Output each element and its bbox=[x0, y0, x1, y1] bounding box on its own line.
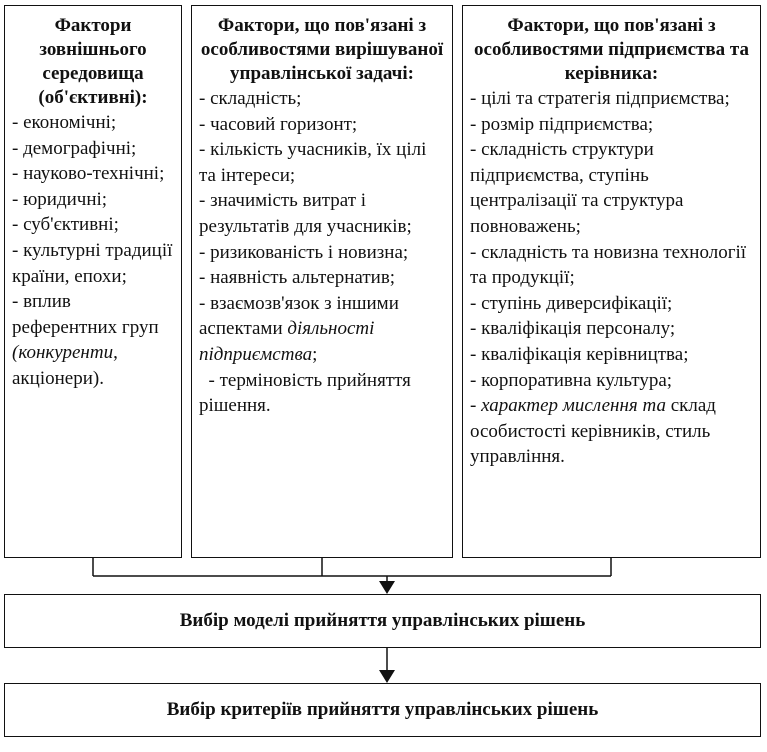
factor-item: - розмір підприємства; bbox=[470, 113, 654, 135]
factor-heading: Фактори, що пов'язані з особливостями ви… bbox=[200, 15, 444, 84]
factor-item: - терміновість прийняття рішення. bbox=[199, 369, 416, 417]
criteria-selection-box: Вибір критеріїв прийняття управлінських … bbox=[4, 683, 761, 737]
factor-box-external: Фактори зовнішнього середовища (об'єктив… bbox=[4, 5, 182, 558]
factor-item: - ступінь диверсифікації; bbox=[470, 292, 673, 314]
factor-box-task: Фактори, що пов'язані з особливостями ви… bbox=[191, 5, 453, 558]
model-selection-label: Вибір моделі прийняття управлінських ріш… bbox=[179, 610, 586, 631]
factor-list: - цілі та стратегія підприємства; - розм… bbox=[470, 86, 753, 470]
factor-item: - кваліфікація керівництва; bbox=[470, 343, 689, 365]
factor-item: - юридичні; bbox=[12, 188, 108, 210]
arrow-down-icon bbox=[379, 581, 395, 594]
factor-item: - вплив референтних груп (конкуренти, ак… bbox=[12, 291, 159, 389]
factor-item: - складність; bbox=[199, 88, 302, 109]
factor-item: - демографічні; bbox=[12, 137, 137, 159]
factor-heading: Фактори зовнішнього середовища (об'єктив… bbox=[38, 15, 148, 108]
factor-item: - економічні; bbox=[12, 112, 117, 133]
factor-item: - наявність альтернатив; bbox=[199, 267, 396, 289]
factor-heading: Фактори, що пов'язані з особливостями пі… bbox=[474, 15, 749, 84]
factor-item: - цілі та стратегія підприємства; bbox=[470, 88, 730, 109]
factor-item: - складність та новизна технології та пр… bbox=[470, 241, 747, 289]
factor-item: - взаємозв'язок з іншими аспектами діяль… bbox=[199, 292, 399, 365]
factor-item: - кількість учасників, їх цілі та інтере… bbox=[199, 139, 427, 186]
arrow-down-icon bbox=[379, 670, 395, 683]
factor-item: - корпоративна культура; bbox=[470, 369, 673, 391]
factor-item: - складність структури підприємства, сту… bbox=[470, 139, 684, 237]
factor-item: - кваліфікація персоналу; bbox=[470, 318, 676, 340]
factor-item: - ризикованість і новизна; bbox=[199, 241, 409, 263]
factor-item: - характер мислення та склад особистості… bbox=[470, 395, 716, 468]
factor-item: - науково-технічні; bbox=[12, 163, 165, 185]
factor-item: - суб'єктивні; bbox=[12, 214, 119, 236]
factor-item: - культурні традиції країни, епохи; bbox=[12, 239, 173, 287]
factor-list: - економічні; - демографічні; - науково-… bbox=[12, 110, 174, 392]
criteria-selection-label: Вибір критеріїв прийняття управлінських … bbox=[166, 699, 599, 720]
factor-box-enterprise: Фактори, що пов'язані з особливостями пі… bbox=[462, 5, 761, 558]
model-selection-box: Вибір моделі прийняття управлінських ріш… bbox=[4, 594, 761, 648]
factor-item: - значимість витрат і результатів для уч… bbox=[199, 190, 412, 237]
factor-item: - часовий горизонт; bbox=[199, 113, 358, 135]
factor-list: - складність; - часовий горизонт; - кіль… bbox=[199, 86, 445, 419]
